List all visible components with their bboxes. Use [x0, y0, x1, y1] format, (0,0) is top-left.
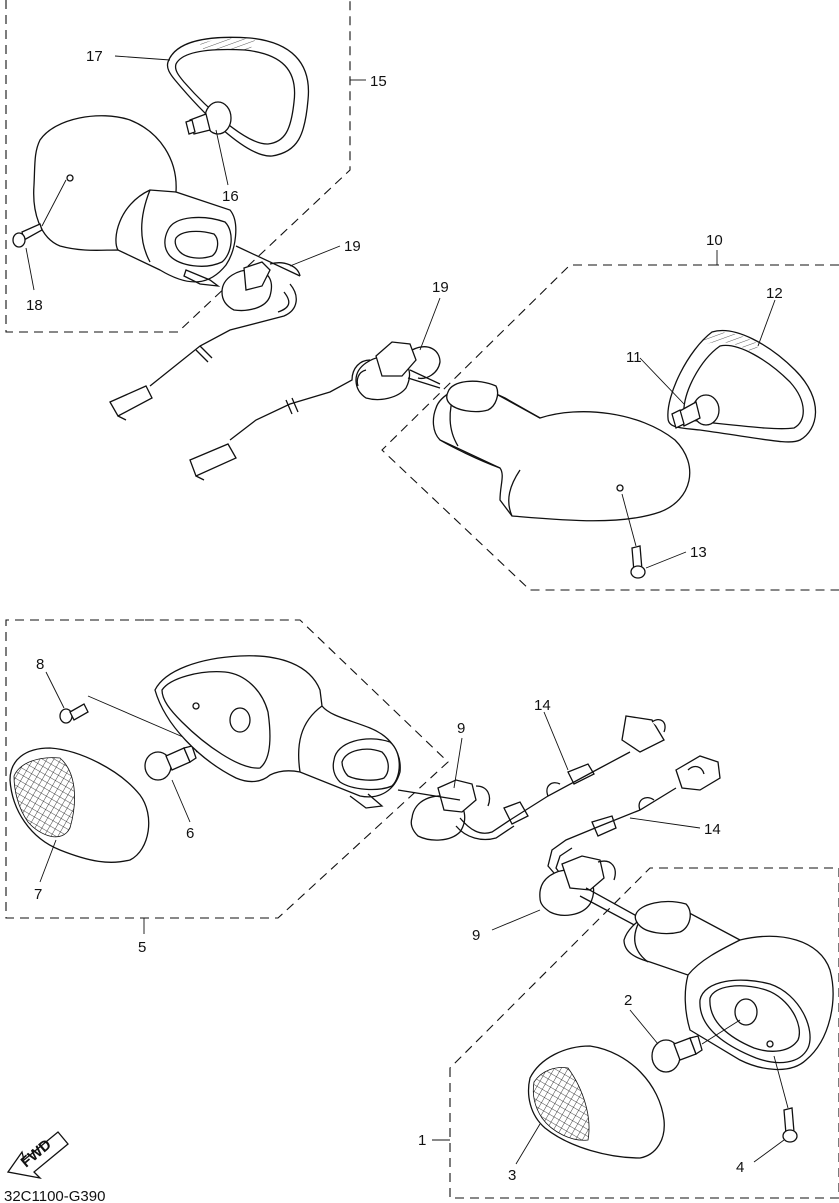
callout-8: 8 — [36, 656, 44, 673]
callout-14-left: 14 — [534, 697, 551, 714]
callout-9-lower: 9 — [472, 927, 480, 944]
callout-13: 13 — [690, 544, 707, 561]
grommet-9-middle — [397, 779, 491, 841]
screw-18 — [12, 179, 67, 248]
lens-12 — [667, 330, 817, 443]
callout-15: 15 — [370, 73, 387, 90]
housing-1 — [623, 900, 834, 1071]
housing-5 — [154, 655, 401, 809]
callout-18: 18 — [26, 297, 43, 314]
housing-10 — [432, 380, 691, 522]
assembly-10-boundary — [381, 264, 839, 591]
bulb-16 — [185, 101, 232, 135]
callout-3: 3 — [508, 1167, 516, 1184]
callout-5: 5 — [138, 939, 146, 956]
callout-1: 1 — [418, 1132, 426, 1149]
lens-3 — [527, 1045, 665, 1159]
callouts: 17 16 15 18 19 19 10 12 11 13 8 6 7 5 9 … — [26, 48, 783, 1184]
callout-14-right: 14 — [704, 821, 721, 838]
callout-19-right: 19 — [432, 279, 449, 296]
harness-14-right — [547, 755, 721, 883]
leader-lines — [25, 55, 785, 1165]
callout-16: 16 — [222, 188, 239, 205]
screw-13 — [621, 493, 646, 579]
harness-14-left — [455, 715, 666, 841]
drawing-reference-code: 32C1100-G390 — [4, 1188, 105, 1203]
callout-7: 7 — [34, 886, 42, 903]
grommet-19-left — [221, 245, 301, 312]
callout-19-left: 19 — [344, 238, 361, 255]
bulb-11 — [671, 394, 720, 429]
fwd-arrow-icon: FWD — [6, 1131, 69, 1180]
lens-17 — [166, 36, 310, 157]
callout-12: 12 — [766, 285, 783, 302]
lens-7 — [9, 747, 150, 863]
callout-4: 4 — [736, 1159, 744, 1176]
grommet-19-right — [355, 341, 441, 401]
callout-9-middle: 9 — [457, 720, 465, 737]
screw-4 — [773, 1055, 798, 1143]
callout-10: 10 — [706, 232, 723, 249]
callout-17: 17 — [86, 48, 103, 65]
assembly-15-boundary — [5, 0, 351, 333]
assembly-1-boundary — [449, 867, 839, 1199]
callout-11: 11 — [626, 349, 642, 366]
harness-left — [109, 283, 297, 421]
assembly-5-boundary — [5, 619, 449, 919]
callout-6: 6 — [186, 825, 194, 842]
housing-15 — [33, 115, 237, 287]
grommet-9-lower — [539, 855, 645, 929]
bulb-2 — [651, 1019, 741, 1073]
screw-8 — [59, 695, 191, 741]
harness-right — [189, 359, 371, 481]
callout-2: 2 — [624, 992, 632, 1009]
